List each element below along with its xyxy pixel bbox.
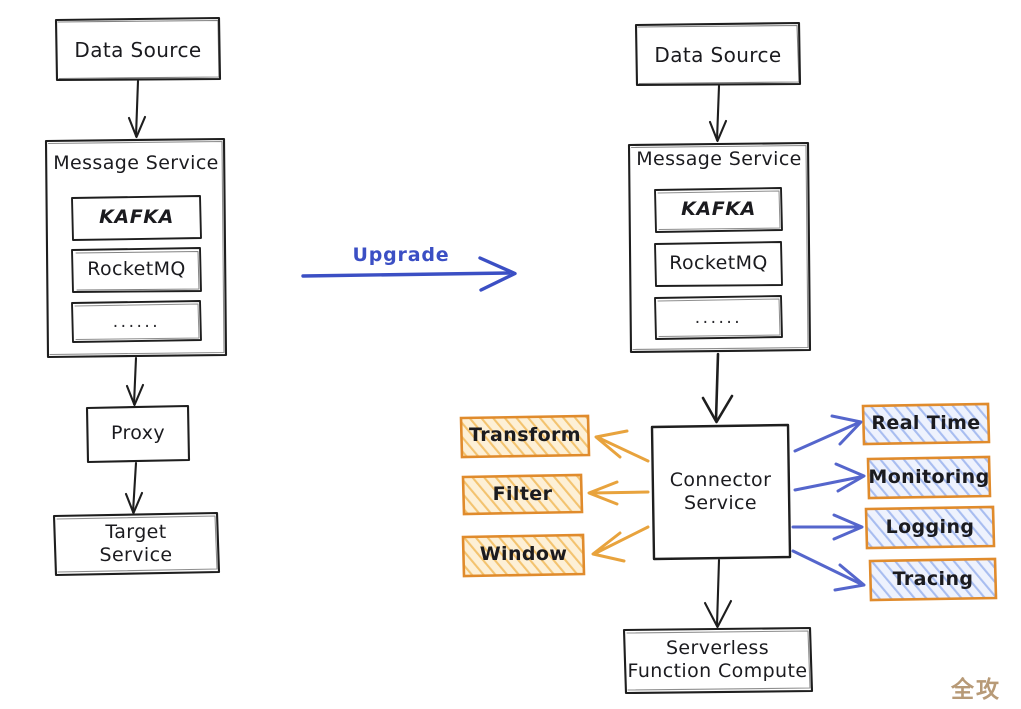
logging-box-shape[interactable] (864, 505, 996, 550)
left-arrow-source-to-message (127, 79, 147, 139)
right-arrow-message-to-connector (701, 352, 734, 424)
right-kafka-box (654, 187, 783, 233)
right-arrow-connector-to-serverless (703, 558, 733, 629)
arrow-to-tracing (791, 549, 866, 592)
arrow-to-transform (594, 429, 650, 463)
left-target-service-box (52, 511, 221, 577)
right-connector-service-box (650, 423, 792, 561)
arrow-to-filter (587, 480, 650, 506)
arrow-to-monitoring (793, 462, 866, 493)
monitoring-box-shape[interactable] (866, 455, 992, 500)
left-data-source-box (54, 16, 222, 82)
right-data-source-box (634, 21, 802, 87)
right-serverless-box (622, 626, 814, 695)
left-message-service-box (44, 137, 228, 359)
watermark: 全攻略 (951, 677, 1001, 703)
right-rocketmq-box (654, 241, 783, 287)
arrow-to-logging (791, 513, 864, 541)
arrow-to-window (591, 525, 650, 563)
arrow-to-real-time (793, 414, 863, 453)
blue-output-arrows (791, 414, 866, 592)
left-rocketmq-box (71, 247, 202, 293)
right-more-box (654, 295, 783, 340)
upgrade-arrow (301, 256, 517, 292)
real-time-box-shape[interactable] (861, 402, 991, 446)
left-more-box (71, 300, 202, 343)
filter-box-shape[interactable] (461, 473, 584, 516)
capability-boxes-orange (459, 414, 591, 578)
right-message-service-box (627, 141, 812, 354)
left-kafka-box (71, 195, 202, 241)
capability-boxes-blue (861, 402, 998, 602)
orange-capability-arrows (587, 429, 650, 563)
tracing-box-shape[interactable] (868, 557, 998, 602)
left-arrow-message-to-proxy (125, 356, 145, 407)
left-arrow-proxy-to-target (124, 461, 144, 515)
transform-box-shape[interactable] (459, 414, 591, 459)
window-box-shape[interactable] (461, 533, 586, 578)
right-arrow-source-to-message (708, 84, 728, 143)
left-proxy-box (85, 404, 191, 464)
